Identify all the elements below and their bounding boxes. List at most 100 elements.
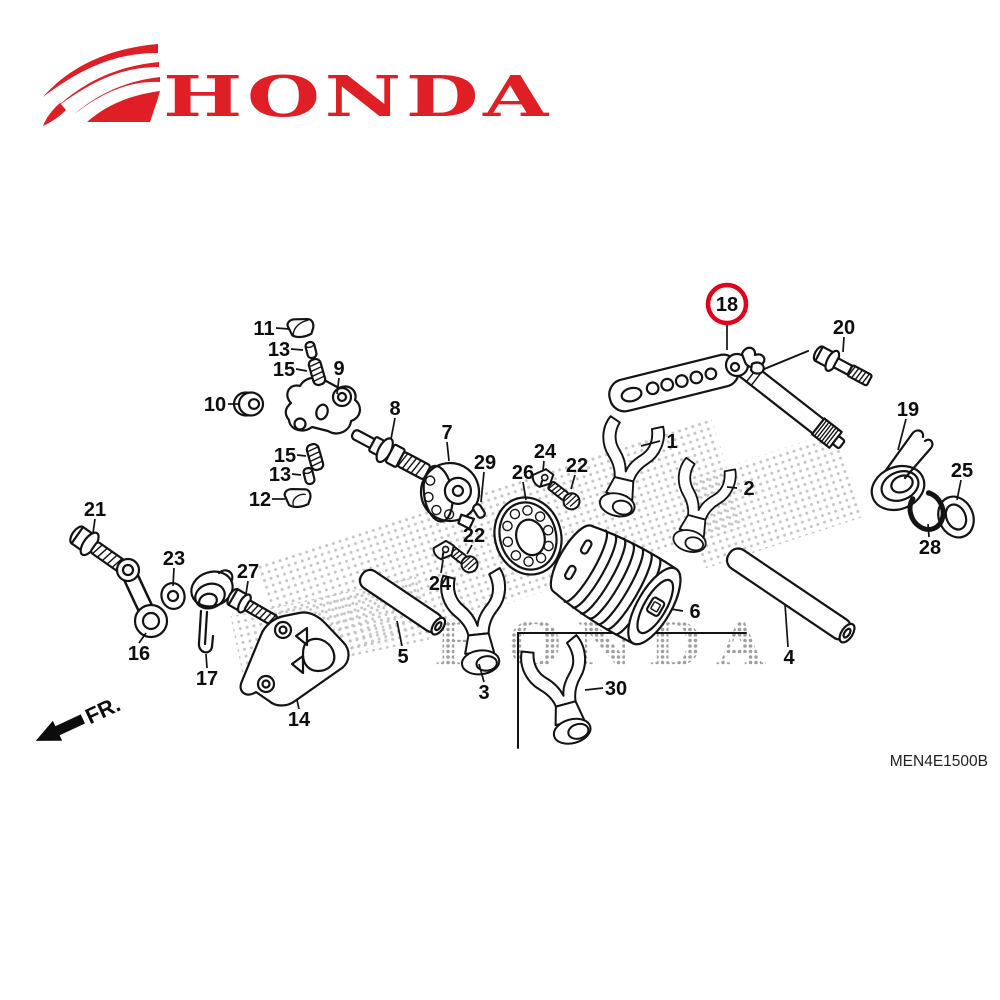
part-4-shift-fork-shaft bbox=[725, 547, 856, 644]
svg-text:21: 21 bbox=[84, 499, 106, 521]
svg-text:3: 3 bbox=[478, 682, 489, 704]
part-label-2: 2 bbox=[726, 478, 755, 500]
svg-text:10: 10 bbox=[204, 394, 226, 416]
svg-text:20: 20 bbox=[833, 317, 855, 339]
svg-text:22: 22 bbox=[463, 525, 485, 547]
part-label-8: 8 bbox=[389, 398, 401, 440]
part-15-spring-lower bbox=[305, 442, 325, 472]
part-label-25: 25 bbox=[951, 460, 973, 501]
svg-text:19: 19 bbox=[897, 399, 919, 421]
part-label-27: 27 bbox=[237, 561, 259, 595]
part-number-labels: 1234567891011121313141515161718192021222… bbox=[84, 282, 973, 731]
svg-text:24: 24 bbox=[534, 441, 557, 463]
part-label-13: 13 bbox=[268, 339, 304, 361]
svg-text:15: 15 bbox=[274, 445, 296, 467]
part-29-pin bbox=[472, 503, 486, 519]
svg-text:24: 24 bbox=[429, 573, 452, 595]
honda-wing-icon bbox=[43, 44, 160, 126]
svg-text:7: 7 bbox=[441, 422, 452, 444]
part-label-3: 3 bbox=[478, 663, 490, 704]
svg-text:18: 18 bbox=[716, 294, 738, 316]
part-label-24: 24 bbox=[534, 441, 557, 472]
part-6-shift-drum bbox=[549, 524, 682, 646]
part-label-22: 22 bbox=[463, 525, 485, 555]
part-label-4: 4 bbox=[783, 603, 795, 669]
part-label-5: 5 bbox=[396, 620, 409, 668]
svg-text:26: 26 bbox=[512, 462, 534, 484]
part-20-bolt bbox=[812, 345, 873, 387]
part-17-spring bbox=[190, 569, 234, 654]
part-26-bearing bbox=[493, 496, 563, 576]
part-13-pin-upper bbox=[304, 340, 318, 360]
fr-arrow-icon bbox=[35, 714, 85, 741]
svg-text:17: 17 bbox=[196, 668, 218, 690]
part-label-7: 7 bbox=[441, 422, 453, 462]
svg-text:11: 11 bbox=[253, 318, 274, 340]
fr-direction-indicator: FR. bbox=[35, 691, 124, 741]
part-label-18: 18 bbox=[705, 282, 749, 350]
svg-text:30: 30 bbox=[605, 678, 627, 700]
svg-text:27: 27 bbox=[237, 561, 259, 583]
part-label-9: 9 bbox=[333, 358, 345, 395]
part-5-shift-fork-shaft bbox=[358, 568, 447, 636]
part-9-stopper-arm bbox=[284, 376, 361, 435]
honda-logo: HONDA bbox=[43, 44, 548, 129]
svg-text:FR.: FR. bbox=[81, 691, 124, 729]
svg-text:5: 5 bbox=[397, 646, 408, 668]
part-label-6: 6 bbox=[670, 601, 701, 623]
svg-text:1: 1 bbox=[666, 431, 677, 453]
svg-text:6: 6 bbox=[689, 601, 700, 623]
svg-text:15: 15 bbox=[273, 359, 295, 381]
part-label-21: 21 bbox=[84, 499, 106, 534]
svg-text:23: 23 bbox=[163, 548, 185, 570]
part-23-washer bbox=[160, 581, 186, 611]
svg-text:25: 25 bbox=[951, 460, 973, 482]
part-label-30: 30 bbox=[584, 678, 627, 700]
svg-text:14: 14 bbox=[288, 709, 311, 731]
part-label-12: 12 bbox=[249, 489, 285, 511]
part-15-spring-upper bbox=[307, 357, 327, 387]
part-label-10: 10 bbox=[204, 394, 239, 416]
part-16-gearshift-arm bbox=[115, 557, 169, 639]
part-8-bolt bbox=[350, 429, 431, 480]
part-label-15: 15 bbox=[274, 445, 307, 467]
part-label-29: 29 bbox=[474, 452, 496, 503]
part-18-gearshift-spindle bbox=[608, 346, 846, 450]
svg-text:22: 22 bbox=[566, 455, 588, 477]
part-label-15: 15 bbox=[273, 359, 308, 381]
diagram-code: MEN4E1500B bbox=[890, 753, 988, 770]
part-label-26: 26 bbox=[512, 462, 534, 501]
part-label-1: 1 bbox=[640, 431, 678, 453]
svg-text:9: 9 bbox=[333, 358, 344, 380]
part-label-11: 11 bbox=[253, 318, 290, 340]
part-label-13: 13 bbox=[269, 464, 302, 486]
part-label-22: 22 bbox=[566, 455, 588, 490]
svg-text:13: 13 bbox=[268, 339, 290, 361]
svg-text:2: 2 bbox=[743, 478, 754, 500]
part-12-cap bbox=[283, 487, 312, 509]
svg-text:12: 12 bbox=[249, 489, 271, 511]
part-label-28: 28 bbox=[919, 523, 941, 559]
part-27-bolt bbox=[226, 587, 278, 627]
part-label-23: 23 bbox=[163, 548, 185, 587]
part-7-drum-center-cam bbox=[419, 461, 481, 530]
part-label-20: 20 bbox=[833, 317, 855, 353]
part-11-cap bbox=[286, 317, 315, 339]
svg-text:13: 13 bbox=[269, 464, 291, 486]
part-28-circlip bbox=[907, 490, 946, 532]
svg-text:4: 4 bbox=[783, 647, 795, 669]
part-10-grommet bbox=[232, 391, 265, 417]
part-label-17: 17 bbox=[196, 653, 218, 690]
part-label-24: 24 bbox=[429, 559, 452, 595]
part-14-guide-plate bbox=[239, 611, 350, 707]
part-label-16: 16 bbox=[128, 632, 150, 665]
part-label-19: 19 bbox=[897, 399, 919, 451]
part-19-return-spring bbox=[870, 429, 934, 512]
svg-text:16: 16 bbox=[128, 643, 150, 665]
svg-text:29: 29 bbox=[474, 452, 496, 474]
part-13-pin-lower bbox=[302, 466, 316, 486]
assembly-reference-lines bbox=[517, 350, 809, 749]
part-label-14: 14 bbox=[288, 699, 311, 731]
